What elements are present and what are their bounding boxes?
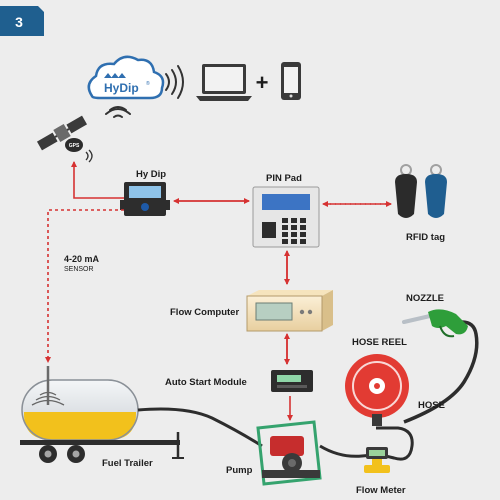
- flow-computer-label: Flow Computer: [170, 307, 239, 318]
- sensor-current-label: 4-20 mA: [64, 254, 100, 264]
- nozzle-handle-icon: [428, 309, 468, 335]
- nozzle-label: NOZZLE: [406, 293, 444, 304]
- fuel-nozzle: [402, 309, 468, 338]
- gps-antenna: GPS: [65, 138, 93, 163]
- smartphone-icon: [281, 62, 301, 100]
- plus-sign: +: [256, 70, 269, 95]
- hose-reel-label: HOSE REEL: [352, 337, 407, 348]
- pump-label: Pump: [226, 465, 253, 476]
- hydip-device-screen: [129, 186, 161, 198]
- pump-device: [256, 420, 322, 486]
- flow-meter-label: Flow Meter: [356, 485, 406, 496]
- flow-meter-body: [372, 459, 382, 467]
- hydip-cloud-logo: HyDip ®: [87, 55, 165, 100]
- hydip-device: [120, 182, 170, 216]
- trailer-chassis: [20, 440, 180, 445]
- rfid-tag-blue-icon: [425, 174, 447, 218]
- wifi-signal-right-icon: [165, 65, 184, 99]
- sensor-wave-icon: [31, 391, 65, 406]
- pump-engine: [270, 436, 304, 456]
- fuel-trailer: [20, 366, 184, 463]
- meter-hose-line: [319, 426, 414, 461]
- gps-antenna-icon: [65, 138, 83, 152]
- auto-start-label: Auto Start Module: [165, 377, 247, 388]
- fuel-trailer-label: Fuel Trailer: [102, 458, 153, 469]
- rfid-tags: [395, 164, 447, 218]
- logo-text: HyDip: [104, 81, 139, 95]
- sensor-type-label: SENSOR: [64, 266, 94, 273]
- pin-pad-card-reader: [262, 222, 276, 238]
- pin-pad-screen: [262, 194, 310, 210]
- pin-pad-keypad: [282, 218, 306, 244]
- supply-hose-line: [137, 407, 263, 448]
- gps-signal-icon: [85, 149, 93, 163]
- logo-registered-mark: ®: [146, 80, 150, 87]
- logo-mark-icon: [104, 73, 126, 78]
- badge-background: [0, 6, 44, 36]
- delivery-hose-line: [403, 320, 479, 424]
- auto-start-module-screen: [277, 375, 301, 382]
- satellite-icon: [36, 115, 88, 151]
- connector-sensor-hydip: [45, 209, 124, 363]
- wifi-signal-down-icon: [105, 106, 131, 118]
- gps-label: GPS: [69, 143, 80, 149]
- hose-reel-device: [345, 354, 409, 426]
- hose-label: HOSE: [418, 400, 445, 411]
- auto-start-module-device: [271, 370, 313, 392]
- cloud-icon: [87, 55, 165, 100]
- hydip-device-button-icon: [141, 203, 149, 211]
- laptop-icon: [196, 64, 252, 101]
- hydip-label: Hy Dip: [136, 169, 166, 180]
- fuel-level: [24, 412, 136, 440]
- flow-computer-device: [246, 290, 333, 332]
- connector-hydip-gps: [71, 161, 124, 199]
- pin-pad-device: [252, 186, 320, 248]
- step-badge: 3: [0, 6, 44, 36]
- signal-connections: [45, 161, 392, 421]
- nozzle-spout: [402, 314, 432, 324]
- pin-pad-label: PIN Pad: [266, 173, 302, 184]
- flow-computer-display: [255, 302, 293, 321]
- rfid-tag-black-icon: [395, 174, 417, 218]
- rfid-tag-label: RFID tag: [406, 232, 445, 243]
- badge-number: 3: [15, 14, 23, 30]
- flow-meter-device: [364, 447, 390, 473]
